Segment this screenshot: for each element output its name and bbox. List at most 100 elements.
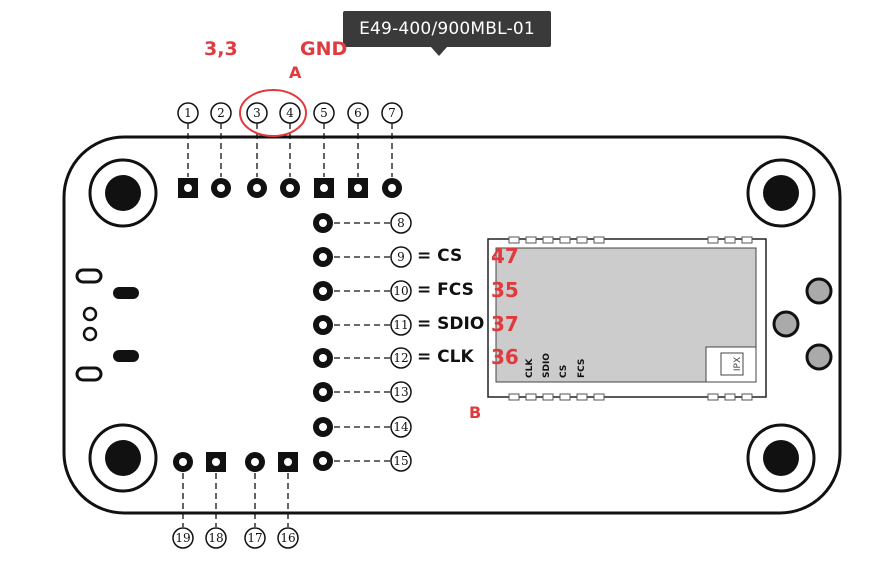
top-pin: 6 xyxy=(347,102,369,198)
bottom-pin: 18 xyxy=(205,452,227,549)
pin-number-label: 14 xyxy=(393,420,409,434)
signal-label: = FCS xyxy=(417,280,474,300)
label-3v3: 3,3 xyxy=(204,38,238,60)
pin-number-label: 10 xyxy=(393,284,408,298)
ipx-label: IPX xyxy=(733,357,743,371)
top-pin: 1 xyxy=(177,102,199,198)
pin-number-circle xyxy=(313,102,335,124)
pin-number-label: 8 xyxy=(397,216,405,230)
pin-number-circle xyxy=(390,416,412,438)
pin-number-label: 19 xyxy=(175,531,190,545)
signal-label: = CS xyxy=(417,246,463,266)
chip-pad xyxy=(707,236,719,244)
right-pin: 13 xyxy=(313,381,412,403)
right-pin: 9 xyxy=(313,246,412,268)
chip-pin-label: SDIO xyxy=(542,353,552,378)
pin-number-circle xyxy=(390,280,412,302)
top-pin: 4 xyxy=(279,102,301,198)
right-side-pads xyxy=(772,277,833,371)
pin-number-circle xyxy=(390,314,412,336)
marker-b: B xyxy=(469,403,482,422)
pin-number-circle xyxy=(277,527,299,549)
right-pin-column: 8 9 10 11 12 13 14 15 xyxy=(313,212,412,472)
chip-pad xyxy=(542,393,554,401)
right-pin: 15 xyxy=(313,450,412,472)
top-pin: 5 xyxy=(313,102,335,198)
pin-number-circle xyxy=(390,212,412,234)
mounting-hole-bottom-right xyxy=(746,423,816,493)
chip-pad xyxy=(593,393,605,401)
chip-pad xyxy=(525,236,537,244)
marker-a: A xyxy=(289,63,302,82)
pin-number-circle xyxy=(172,527,194,549)
pin-number-circle xyxy=(347,102,369,124)
signal-label: = CLK xyxy=(417,347,474,367)
pin-number-circle xyxy=(210,102,232,124)
top-pin-row: 1 2 3 4 5 6 7 xyxy=(177,102,403,198)
bottom-pin: 19 xyxy=(172,452,194,549)
pin-number-label: 16 xyxy=(280,531,295,545)
right-pin: 11 xyxy=(313,314,412,336)
chip-pad xyxy=(576,236,588,244)
chip-pad xyxy=(741,393,753,401)
chip-pad xyxy=(724,393,736,401)
chip-pad xyxy=(724,236,736,244)
pin-number-circle xyxy=(244,527,266,549)
chip-pad xyxy=(576,393,588,401)
pin-number-label: 15 xyxy=(393,454,408,468)
top-pin: 2 xyxy=(210,102,232,198)
bottom-pin: 17 xyxy=(244,452,266,549)
chip-pin-labels: CLK SDIO CS FCS xyxy=(525,353,587,378)
top-pin: 3 xyxy=(246,102,268,198)
top-pin: 7 xyxy=(381,102,403,198)
chip-pin-label: CS xyxy=(559,365,569,378)
pin-number-label: 12 xyxy=(393,351,408,365)
pin-number-circle xyxy=(390,381,412,403)
tooltip-arrow xyxy=(431,47,447,56)
rf-chip-module: IPX CLK SDIO CS FCS xyxy=(487,236,767,401)
mounting-hole-top-right xyxy=(746,158,816,228)
left-connector-details xyxy=(75,268,139,382)
pin-number-label: 11 xyxy=(393,318,408,332)
pin-number-circle xyxy=(390,246,412,268)
chip-pin-label: CLK xyxy=(525,358,535,378)
chip-pad xyxy=(559,393,571,401)
signal-label: = SDIO xyxy=(417,314,485,334)
signal-gpio-number: 37 xyxy=(491,312,519,336)
board-outline xyxy=(62,135,842,515)
chip-pad xyxy=(508,393,520,401)
mounting-hole-bottom-left xyxy=(88,423,158,493)
right-pin: 12 xyxy=(313,347,412,369)
chip-top-pins xyxy=(508,236,753,244)
bottom-pin-row: 19 18 17 16 xyxy=(172,452,299,549)
signal-gpio-number: 35 xyxy=(491,278,519,302)
pin-number-label: 2 xyxy=(217,106,225,120)
pins-3-4-highlight xyxy=(239,89,307,137)
right-pin: 8 xyxy=(313,212,412,234)
pin-number-label: 17 xyxy=(247,531,262,545)
pin-number-label: 5 xyxy=(320,106,328,120)
chip-pad xyxy=(542,236,554,244)
right-pin: 10 xyxy=(313,280,412,302)
chip-pad xyxy=(508,236,520,244)
pin-number-label: 9 xyxy=(397,250,405,264)
bottom-pin: 16 xyxy=(277,452,299,549)
pin-number-label: 13 xyxy=(393,385,408,399)
pin-number-circle xyxy=(279,102,301,124)
pin-number-circle xyxy=(205,527,227,549)
pin-number-circle xyxy=(177,102,199,124)
pin-number-circle xyxy=(390,347,412,369)
pin-number-label: 3 xyxy=(253,106,261,120)
pin-number-label: 18 xyxy=(208,531,223,545)
pin-number-circle xyxy=(246,102,268,124)
label-gnd: GND xyxy=(300,38,348,60)
chip-pin-label: FCS xyxy=(577,359,587,378)
chip-bottom-pins xyxy=(508,393,753,401)
signal-gpio-number: 36 xyxy=(491,345,519,369)
pin-number-label: 1 xyxy=(184,106,192,120)
right-pin: 14 xyxy=(313,416,412,438)
pin-number-label: 7 xyxy=(388,106,396,120)
signal-gpio-number: 47 xyxy=(491,244,519,268)
